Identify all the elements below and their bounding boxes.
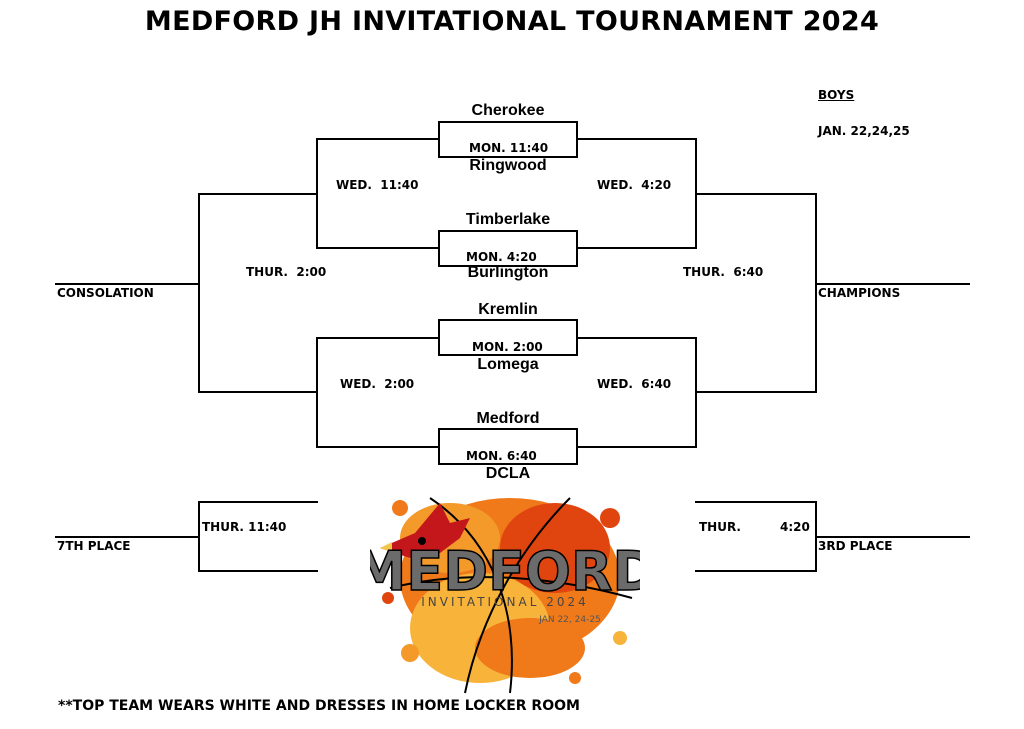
logo-name-text: MEDFORD <box>370 540 640 603</box>
game-day-thur-3rd: THUR. <box>699 520 741 534</box>
game-time-wed-cons-1: WED. 11:40 <box>336 178 419 192</box>
team-cherokee: Cherokee <box>471 102 545 119</box>
seventh-place-label: 7TH PLACE <box>57 539 131 553</box>
game-time-mon-3: MON. 2:00 <box>472 340 543 354</box>
game-time-wed-win-2: WED. 6:40 <box>597 377 672 391</box>
cardinal-icon <box>380 503 470 558</box>
team-kremlin: Kremlin <box>478 301 538 318</box>
team-lomega: Lomega <box>477 356 539 373</box>
game-time-wed-win-1: WED. 4:20 <box>597 178 672 192</box>
team-ringwood: Ringwood <box>469 157 547 174</box>
game-box-1 <box>438 121 578 158</box>
game-box-3 <box>438 319 578 356</box>
team-burlington: Burlington <box>467 264 549 281</box>
dates-label: JAN. 22,24,25 <box>818 124 910 138</box>
game-time-thur-consolation: THUR. 2:00 <box>246 265 327 279</box>
champions-label: CHAMPIONS <box>818 286 901 300</box>
game-time-mon-4: MON. 6:40 <box>466 449 537 463</box>
page-title: MEDFORD JH INVITATIONAL TOURNAMENT 2024 <box>144 6 880 37</box>
third-place-label: 3RD PLACE <box>818 539 893 553</box>
basketball-seams <box>389 497 633 694</box>
game-time-mon-1: MON. 11:40 <box>469 141 549 155</box>
home-team-note: **TOP TEAM WEARS WHITE AND DRESSES IN HO… <box>58 698 580 714</box>
game-time-thur-3rd: 4:20 <box>780 520 810 534</box>
medford-invitational-logo: MEDFORD INVITATIONAL 2024 JAN 22, 24-25 <box>370 497 640 694</box>
team-timberlake: Timberlake <box>465 211 551 228</box>
game-time-mon-2: MON. 4:20 <box>466 250 537 264</box>
division-label: BOYS <box>818 88 855 102</box>
logo-dates-text: JAN 22, 24-25 <box>538 615 601 625</box>
game-time-thur-championship: THUR. 6:40 <box>683 265 764 279</box>
team-medford: Medford <box>476 410 540 427</box>
logo-subtitle-text: INVITATIONAL 2024 <box>421 595 588 609</box>
game-time-wed-cons-2: WED. 2:00 <box>340 377 415 391</box>
team-dcla: DCLA <box>485 465 531 482</box>
consolation-label: CONSOLATION <box>57 286 154 300</box>
game-time-thur-7th: THUR. 11:40 <box>202 520 287 534</box>
game-box-2 <box>438 230 578 267</box>
